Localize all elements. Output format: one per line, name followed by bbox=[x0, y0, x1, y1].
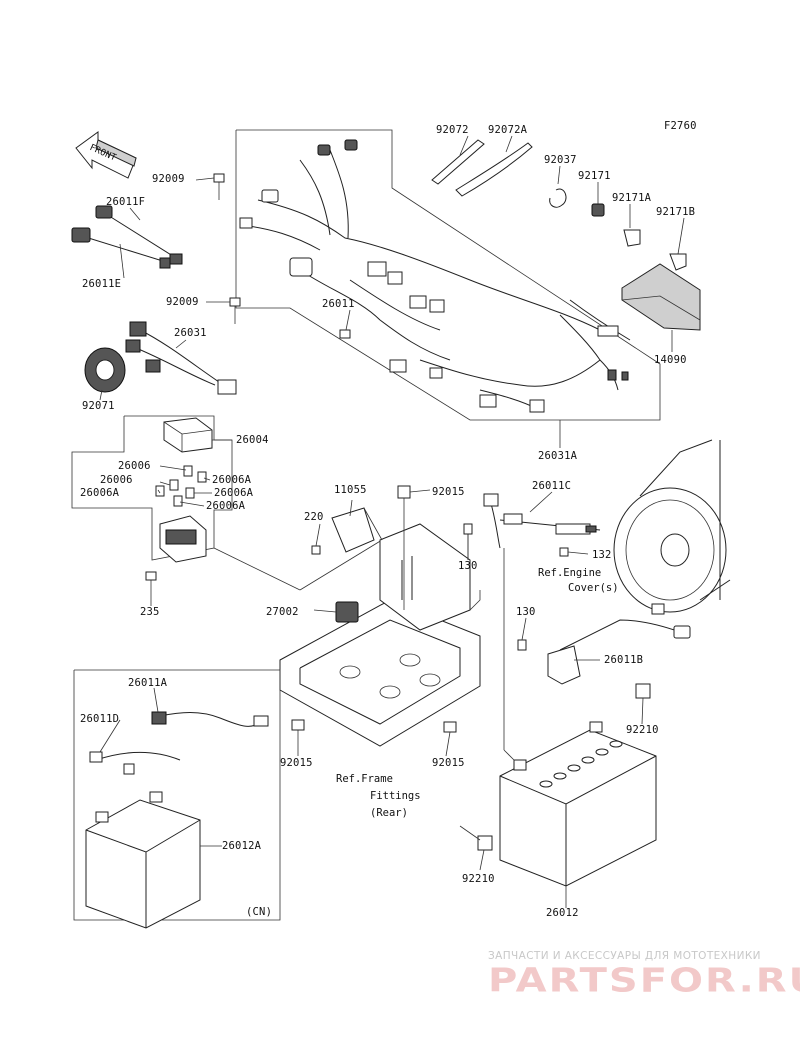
callout-26006A-b: 26006A bbox=[80, 487, 120, 499]
callout-26011: 26011 bbox=[322, 298, 355, 310]
bolts-130 bbox=[463, 523, 527, 651]
callout-11055: 11055 bbox=[334, 484, 367, 496]
leader-lines bbox=[99, 135, 685, 908]
callout-220: 220 bbox=[304, 511, 324, 523]
leads-26011F-26011E bbox=[71, 205, 183, 269]
callout-26004: 26004 bbox=[236, 434, 269, 446]
callout-26011F: 26011F bbox=[106, 196, 146, 208]
wire-clamps bbox=[549, 188, 687, 271]
callout-92009-top: 92009 bbox=[152, 173, 185, 185]
callout-235: 235 bbox=[140, 606, 160, 618]
ref-frame-line2: Fittings bbox=[370, 790, 421, 802]
callout-26031A: 26031A bbox=[538, 450, 578, 462]
callout-92210-right: 92210 bbox=[626, 724, 659, 736]
callout-26006A-d: 26006A bbox=[206, 500, 246, 512]
callout-26006-a: 26006 bbox=[118, 460, 151, 472]
callout-132: 132 bbox=[592, 549, 612, 561]
callout-92171A: 92171A bbox=[612, 192, 652, 204]
lead-26011B bbox=[547, 603, 691, 685]
ref-engine-cover-line1: Ref.Engine bbox=[538, 567, 602, 579]
callout-26011A: 26011A bbox=[128, 677, 168, 689]
callout-92072A: 92072A bbox=[488, 124, 528, 136]
screw-132 bbox=[559, 547, 569, 557]
callout-27002: 27002 bbox=[266, 606, 299, 618]
callout-92015-top: 92015 bbox=[432, 486, 465, 498]
sub-harness-26031 bbox=[125, 321, 237, 395]
leads-26011A-26011D bbox=[89, 711, 269, 775]
callout-130-mid: 130 bbox=[516, 606, 536, 618]
fuses bbox=[155, 465, 207, 507]
engine-cover bbox=[613, 439, 731, 613]
callout-26011C: 26011C bbox=[532, 480, 572, 492]
callout-26011B: 26011B bbox=[604, 654, 644, 666]
callout-92071: 92071 bbox=[82, 400, 115, 412]
main-wiring-harness bbox=[239, 139, 631, 413]
watermark-brand-logo: PARTSFOR.RU bbox=[488, 962, 800, 1000]
callout-26012A: 26012A bbox=[222, 840, 262, 852]
callout-26006A-a: 26006A bbox=[212, 474, 252, 486]
cn-market-label: (CN) bbox=[246, 906, 273, 918]
callout-92072: 92072 bbox=[436, 124, 469, 136]
callout-26011D: 26011D bbox=[80, 713, 120, 725]
callout-92210-left: 92210 bbox=[462, 873, 495, 885]
callout-92015-left: 92015 bbox=[280, 757, 313, 769]
callout-130-top: 130 bbox=[458, 560, 478, 572]
lead-26011C bbox=[483, 493, 601, 549]
cable-ties bbox=[431, 139, 533, 197]
ref-frame-line3: (Rear) bbox=[370, 807, 408, 819]
figure-code: F2760 bbox=[664, 120, 697, 132]
battery-tray bbox=[279, 523, 481, 747]
callout-92171B: 92171B bbox=[656, 206, 696, 218]
bracket-11055 bbox=[331, 507, 383, 553]
callout-92015-right: 92015 bbox=[432, 757, 465, 769]
battery-26012 bbox=[499, 721, 657, 887]
bolt-235 bbox=[145, 571, 157, 598]
front-arrow-icon bbox=[75, 131, 137, 179]
fuse-box bbox=[159, 515, 383, 591]
watermark-tagline: ЗАПЧАСТИ И АКСЕССУАРЫ ДЛЯ МОТОТЕХНИКИ bbox=[488, 950, 761, 962]
callout-92171: 92171 bbox=[578, 170, 611, 182]
harness-outline bbox=[235, 129, 661, 421]
callout-92009-mid: 92009 bbox=[166, 296, 199, 308]
pads-92210 bbox=[477, 683, 651, 851]
callout-26012: 26012 bbox=[546, 907, 579, 919]
battery-26012A bbox=[85, 791, 201, 929]
callout-26011E: 26011E bbox=[82, 278, 122, 290]
grommet-92071 bbox=[84, 347, 126, 393]
callout-14090: 14090 bbox=[654, 354, 687, 366]
cn-outline bbox=[73, 669, 281, 921]
callout-26031: 26031 bbox=[174, 327, 207, 339]
callout-92037: 92037 bbox=[544, 154, 577, 166]
fuse-cover-26004 bbox=[163, 417, 213, 453]
ref-engine-cover-line2: Cover(s) bbox=[568, 582, 619, 594]
callout-26006-b: 26006 bbox=[100, 474, 133, 486]
relay-27002 bbox=[335, 601, 359, 623]
callout-26006A-c: 26006A bbox=[214, 487, 254, 499]
screw-220 bbox=[311, 545, 321, 555]
cover-14090 bbox=[621, 263, 701, 331]
ref-frame-line1: Ref.Frame bbox=[336, 773, 393, 785]
